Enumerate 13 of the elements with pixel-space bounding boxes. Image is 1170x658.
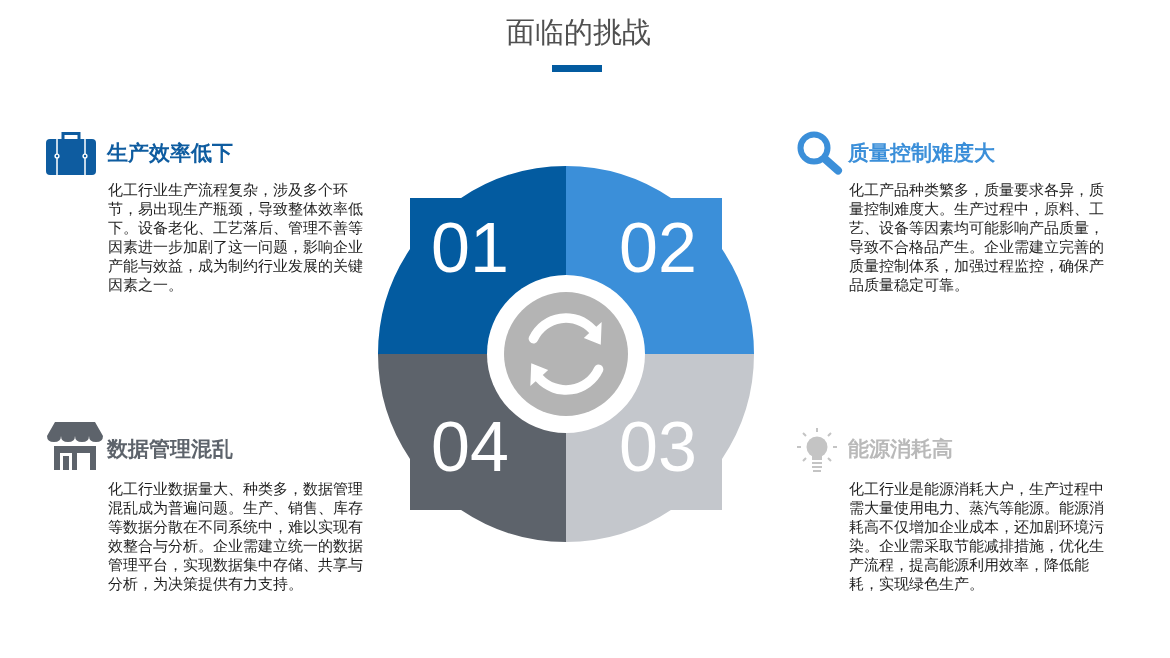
page-title: 面临的挑战 (505, 15, 651, 50)
step-number: 02 (619, 213, 697, 283)
step-number: 04 (431, 412, 509, 482)
description-text: 化工行业生产流程复杂，涉及多个环节，易出现生产瓶颈，导致整体效率低下。设备老化、工艺落后、管理不善等因素进一步加剧了这一问题，影响企业产能与效益，成为制约行业发展的关键因素之一。 (108, 180, 364, 294)
section-heading: 数据管理混乱 (107, 436, 233, 462)
section-heading: 能源消耗高 (848, 436, 953, 462)
description-text: 化工行业是能源消耗大户，生产过程中需大量使用电力、蒸汽等能源。能源消耗高不仅增加企业成本，还加剧环境污染。企业需采取节能减排措施，优化生产流程，提高能源利用效率，降低能耗，实现绿色生产。 (849, 479, 1105, 593)
section-heading: 质量控制难度大 (848, 140, 995, 166)
section-heading: 生产效率低下 (107, 140, 233, 166)
description-text: 化工行业数据量大、种类多，数据管理混乱成为普遍问题。生产、销售、库存等数据分散在不同系统中，难以实现有效整合与分析。企业需建立统一的数据管理平台，实现数据集中存储、共享与分析，为决策提供有力支持。 (108, 479, 364, 593)
description-text: 化工产品种类繁多，质量要求各异，质量控制难度大。生产过程中，原料、工艺、设备等因素均可能影响产品质量，导致不合格品产生。企业需建立完善的质量控制体系，加强过程监控，确保产品质量稳定可靠。 (849, 180, 1105, 294)
step-number: 03 (619, 412, 697, 482)
step-number: 01 (431, 213, 509, 283)
